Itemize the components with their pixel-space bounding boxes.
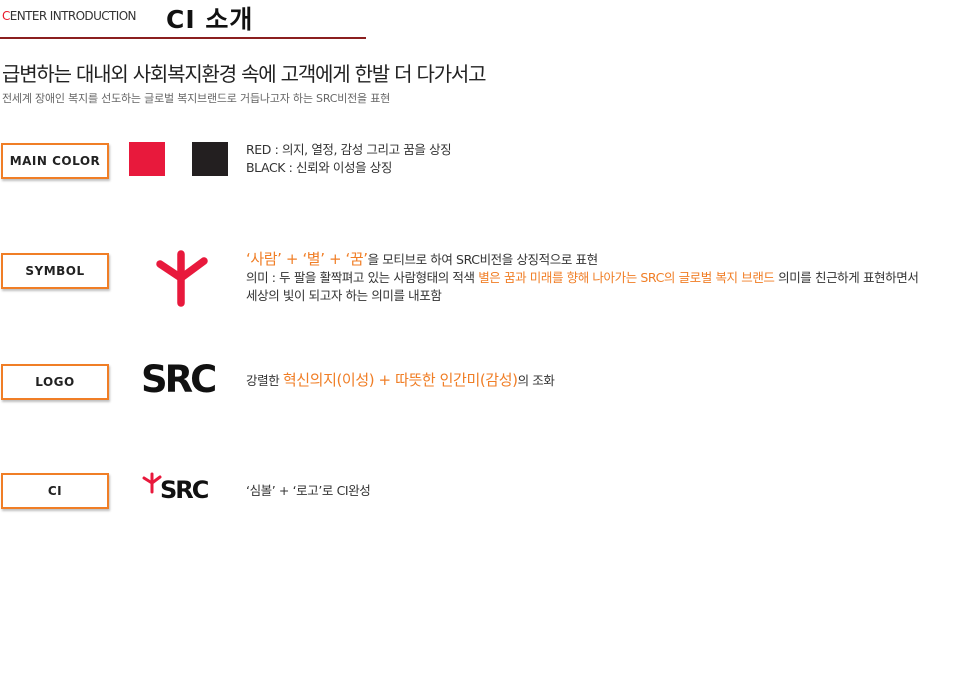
symbol-line-3: 세상의 빛이 되고자 하는 의미를 내포함 xyxy=(246,288,442,303)
eyebrow-initial: C xyxy=(2,9,10,23)
symbol-line-1: ‘사람’ + ‘별’ + ‘꿈’을 모티브로 하여 SRC비전을 상징적으로 표… xyxy=(246,250,918,269)
symbol-line-2-a: 의미 : 두 팔을 활짝펴고 있는 사람형태의 적색 xyxy=(246,270,479,285)
symbol-motif-highlight: ‘사람’ + ‘별’ + ‘꿈’ xyxy=(246,250,368,268)
symbol-star-person-icon xyxy=(156,250,208,307)
section-eyebrow: CENTER INTRODUCTION xyxy=(2,9,137,23)
subheadline: 전세계 장애인 복지를 선도하는 글로벌 복지브랜드로 거듭나고자 하는 SRC… xyxy=(2,92,391,105)
page-title: CI 소개 xyxy=(166,5,254,34)
main-color-description: RED : 의지, 열정, 감성 그리고 꿈을 상징 BLACK : 신뢰와 이… xyxy=(246,141,452,177)
symbol-description: ‘사람’ + ‘별’ + ‘꿈’을 모티브로 하여 SRC비전을 상징적으로 표… xyxy=(246,250,919,305)
header-divider xyxy=(0,37,366,39)
symbol-line-2-highlight: 별은 꿈과 미래를 향해 나아가는 SRC의 글로벌 복지 브랜드 xyxy=(478,270,775,285)
red-swatch xyxy=(129,142,165,176)
black-meaning: BLACK : 신뢰와 이성을 상징 xyxy=(246,160,392,175)
logo-label: LOGO xyxy=(1,364,109,400)
logo-prefix: 강렬한 xyxy=(246,373,283,388)
red-meaning: RED : 의지, 열정, 감성 그리고 꿈을 상징 xyxy=(246,142,452,157)
eyebrow-rest: ENTER INTRODUCTION xyxy=(9,9,137,23)
symbol-line-2: 의미 : 두 팔을 활짝펴고 있는 사람형태의 적색 별은 꿈과 미래를 향해 … xyxy=(246,269,919,287)
ci-label: CI xyxy=(1,473,109,509)
black-swatch xyxy=(192,142,228,176)
symbol-line-1-rest: 을 모티브로 하여 SRC비전을 상징적으로 표현 xyxy=(367,252,598,267)
ci-description: ‘심볼’ + ‘로고’로 CI완성 xyxy=(246,483,371,498)
ci-logo-text: SRC xyxy=(160,476,209,504)
headline: 급변하는 대내외 사회복지환경 속에 고객에게 한발 더 다가서고 xyxy=(2,62,487,86)
ci-symbol-icon xyxy=(142,472,162,494)
logo-highlight: 혁신의지(이성) + 따뜻한 인간미(감성) xyxy=(282,371,518,389)
logo-suffix: 의 조화 xyxy=(517,373,555,388)
symbol-label: SYMBOL xyxy=(1,253,109,289)
main-color-label: MAIN COLOR xyxy=(1,143,109,179)
logo-description: 강렬한 혁신의지(이성) + 따뜻한 인간미(감성)의 조화 xyxy=(246,371,555,390)
symbol-line-2-b: 의미를 친근하게 표현하면서 xyxy=(774,270,919,285)
src-logo: SRC xyxy=(141,358,217,401)
